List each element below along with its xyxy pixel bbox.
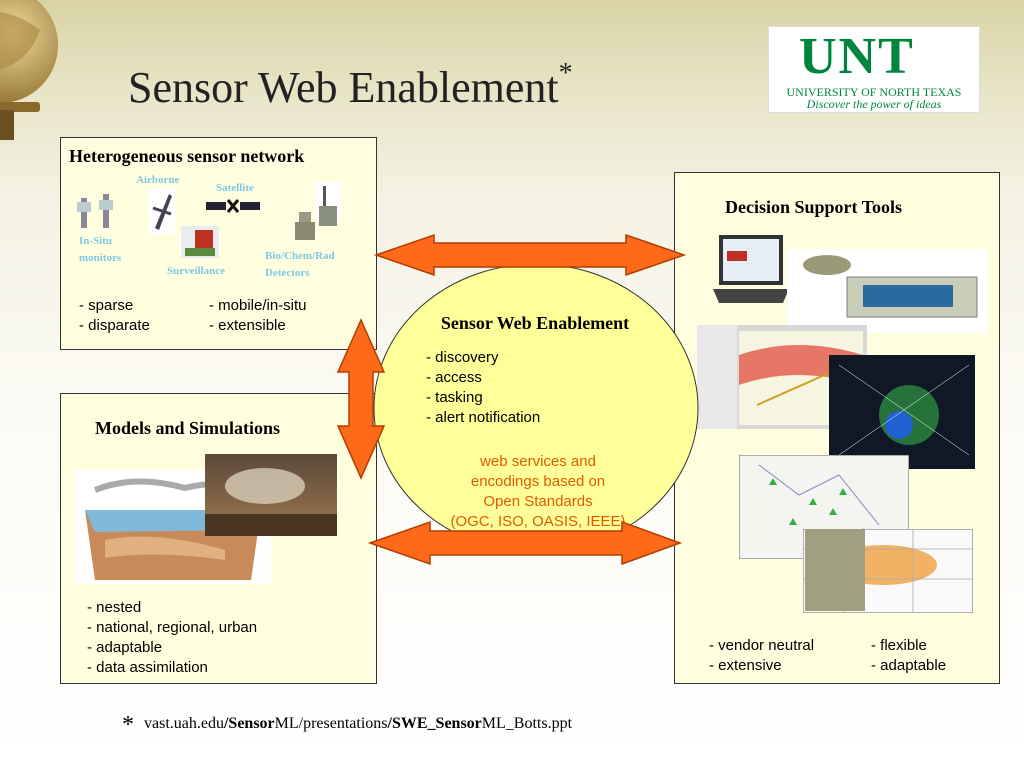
map-legend-panel	[805, 529, 865, 611]
models-bullets: - nested - national, regional, urban - a…	[87, 598, 257, 678]
standards-line-4: (OGC, ISO, OASIS, IEEE)	[450, 513, 626, 530]
bullet-disparate: - disparate	[79, 317, 150, 334]
panel-title: Models and Simulations	[95, 418, 281, 438]
network-bullets-right: - mobile/in-situ - extensible	[209, 296, 307, 336]
airborne-sensor-icon	[149, 188, 175, 234]
bullet-data-assimilation: - data assimilation	[87, 659, 208, 676]
standards-line-3: Open Standards	[483, 493, 593, 510]
bullet-mobile-in-situ: - mobile/in-situ	[209, 297, 307, 314]
center-title: Sensor Web Enablement	[440, 313, 630, 333]
bullet-sparse: - sparse	[79, 297, 134, 314]
standards-line-1: web services and	[480, 453, 596, 470]
laptop-image	[713, 235, 789, 303]
bullet-vendor-neutral: - vendor neutral	[709, 637, 815, 654]
logo-university: UNIVERSITY OF NORTH TEXAS	[786, 85, 962, 99]
surveillance-icon	[181, 226, 219, 258]
vertical-double-arrow	[336, 318, 386, 480]
in-situ-label: In-Situ	[79, 235, 113, 247]
bullet-extensive: - extensive	[709, 657, 782, 674]
surveillance-label: Surveillance	[167, 265, 226, 277]
bullet-alert-notification: - alert notification	[426, 409, 541, 426]
bullet-discovery: - discovery	[426, 349, 499, 366]
sensor-network-panel: Heterogeneous sensor network Airborne Sa…	[60, 137, 377, 350]
bottom-double-arrow	[367, 520, 683, 566]
bullet-tasking: - tasking	[426, 389, 483, 406]
logo-tagline: Discover the power of ideas	[806, 97, 942, 111]
source-footnote: *vast.uah.edu/SensorML/presentations/SWE…	[122, 712, 573, 738]
bullet-access: - access	[426, 369, 482, 386]
top-double-arrow	[373, 233, 687, 277]
logo-mark: UNT	[799, 28, 915, 85]
network-bullets-left: - sparse - disparate	[79, 296, 150, 336]
bullet-extensible: - extensible	[209, 317, 286, 334]
center-bullets: - discovery - access - tasking - alert n…	[426, 348, 540, 428]
satellite-label: Satellite	[216, 182, 254, 194]
satellite-icon	[206, 199, 260, 213]
bullet-flexible: - flexible	[871, 637, 927, 654]
bio-chem-label: Bio/Chem/Rad	[265, 250, 335, 262]
bullet-scales: - national, regional, urban	[87, 619, 258, 636]
decision-bullets-right: - flexible - adaptable	[871, 636, 946, 676]
detectors-label: Detectors	[265, 267, 310, 279]
standards-line-2: encodings based on	[470, 473, 606, 490]
bullet-adaptable: - adaptable	[87, 639, 163, 656]
monitors-label: monitors	[79, 252, 122, 264]
open-standards-text: web services and encodings based on Open…	[400, 452, 676, 532]
decision-bullets-left: - vendor neutral - extensive	[709, 636, 814, 676]
radar-map-image	[829, 355, 975, 469]
slide-title: Sensor Web Enablement*	[128, 58, 573, 112]
unt-logo: UNT UNIVERSITY OF NORTH TEXAS Discover t…	[768, 26, 980, 113]
footnote-star: *	[122, 712, 134, 738]
models-panel: Models and Simulations - nested - nation…	[60, 393, 377, 684]
panel-title: Decision Support Tools	[725, 197, 903, 217]
globe-decoration	[0, 0, 58, 140]
bio-chem-detector-icon	[295, 182, 341, 240]
industrial-smoke-photo	[205, 454, 337, 536]
bullet-nested: - nested	[87, 599, 142, 616]
airborne-label: Airborne	[136, 174, 180, 186]
in-situ-monitor-icon	[77, 194, 113, 228]
bullet-adaptable: - adaptable	[871, 657, 947, 674]
panel-title: Heterogeneous sensor network	[69, 146, 305, 166]
title-footnote-marker: *	[558, 58, 573, 89]
command-trailer-image	[787, 249, 987, 333]
decision-support-panel: Decision Support Tools	[674, 172, 1000, 684]
